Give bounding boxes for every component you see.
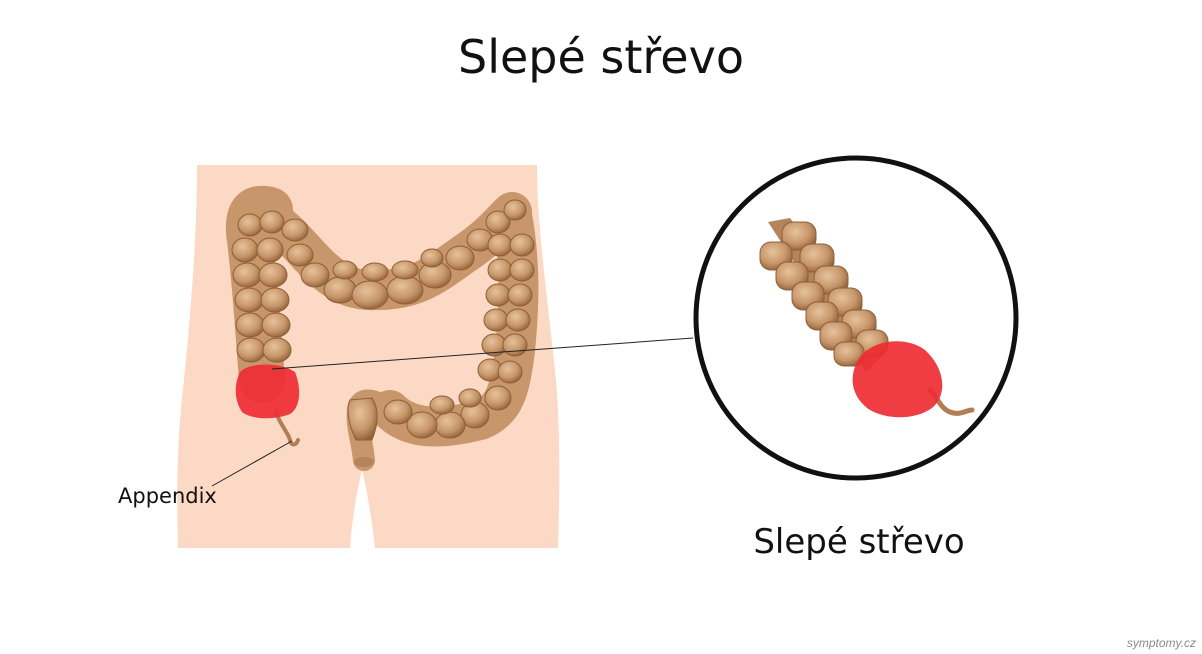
- zoom-circle-icon: [693, 155, 1019, 481]
- zoom-caption: Slepé střevo: [753, 522, 965, 562]
- appendix-leader-line: [211, 440, 293, 487]
- watermark: symptomy.cz: [1126, 636, 1196, 650]
- zoom-cecum-highlight-icon: [852, 341, 943, 418]
- colon-illustration-icon: [225, 185, 539, 471]
- zoom-leader-line: [271, 337, 694, 370]
- appendix-label: Appendix: [118, 484, 217, 508]
- appendix-icon: [274, 410, 300, 447]
- cecum-highlight-icon: [235, 364, 300, 419]
- diagram-title: Slepé střevo: [458, 30, 744, 84]
